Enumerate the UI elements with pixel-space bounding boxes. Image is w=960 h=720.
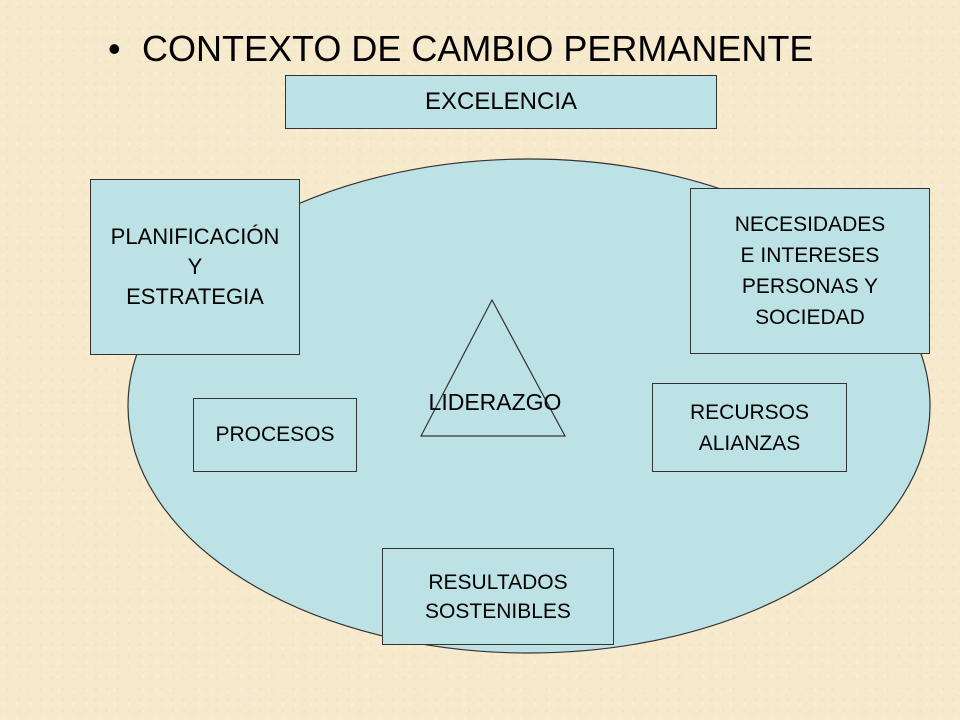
page-title: • CONTEXTO DE CAMBIO PERMANENTE bbox=[108, 24, 813, 74]
leadership-triangle bbox=[420, 298, 567, 437]
title-text: CONTEXTO DE CAMBIO PERMANENTE bbox=[142, 28, 814, 69]
resources-alliances-box: RECURSOS ALIANZAS bbox=[652, 383, 847, 472]
sustainable-results-box: RESULTADOS SOSTENIBLES bbox=[382, 548, 614, 645]
processes-box: PROCESOS bbox=[193, 398, 357, 472]
planning-strategy-box: PLANIFICACIÓN Y ESTRATEGIA bbox=[90, 179, 300, 355]
title-bullet: • bbox=[108, 28, 121, 69]
excellence-box: EXCELENCIA bbox=[285, 75, 717, 129]
needs-interests-box: NECESIDADES E INTERESES PERSONAS Y SOCIE… bbox=[690, 188, 930, 354]
leadership-label: LIDERAZGO bbox=[428, 389, 562, 415]
